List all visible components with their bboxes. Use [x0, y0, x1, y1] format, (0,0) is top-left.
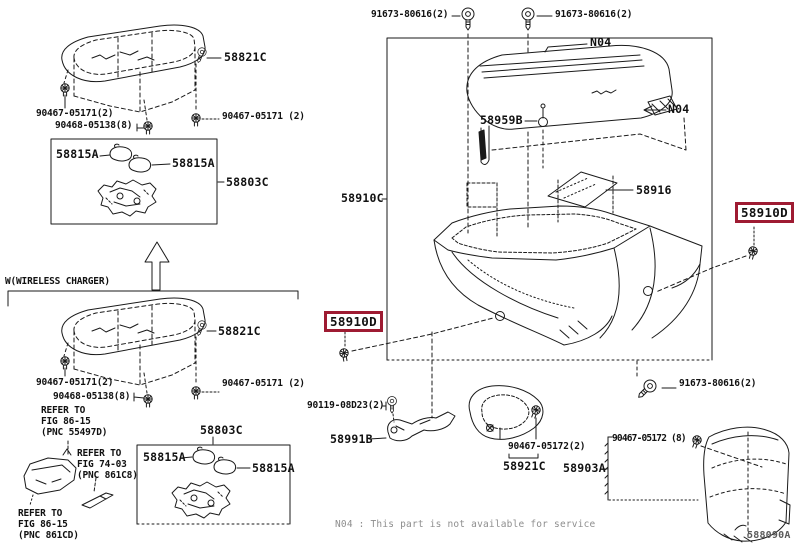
part-label-58821c-lower: 58821C: [218, 324, 261, 338]
screw-91673-top-right-icon: [521, 7, 553, 229]
part-label-58903a: 58903A: [563, 461, 606, 475]
armrest-lid-sketch: [466, 44, 687, 165]
part-label-58959b: 58959B: [480, 113, 523, 127]
wireless-charger-caption: W(WIRELESS CHARGER): [5, 276, 110, 287]
screw-91673-bottom-icon: [633, 360, 677, 403]
side-panel-sketch: [703, 426, 791, 543]
part-label-90467-upper-right: 90467-05171 (2): [222, 111, 305, 122]
wireless-section-bracket: [7, 290, 299, 307]
part-label-n04-top: N04: [590, 35, 612, 49]
part-label-90467-upper-left: 90467-05171(2): [36, 108, 114, 119]
part-label-58991b: 58991B: [330, 432, 373, 446]
screw-90119-icon: [382, 331, 433, 423]
part-label-58921c: 58921C: [503, 459, 546, 473]
part-label-58815a-upper-left: 58815A: [56, 147, 99, 161]
part-label-n04-side: N04: [668, 102, 690, 116]
refer-strip-sketch: [81, 477, 114, 509]
refer-tray-sketch: [23, 457, 77, 506]
console-body-sketch: [433, 175, 703, 346]
panel-58903a-frame: [603, 434, 763, 501]
main-assembly-box: [386, 37, 713, 361]
lower-inset-box-sketch: [136, 436, 291, 525]
pin-58959b-icon: [524, 103, 548, 169]
lower-console-tray-sketch: [23, 298, 220, 509]
part-label-58815a-lower-left: 58815A: [143, 450, 186, 464]
screw-91673-top-left-icon: [451, 7, 475, 234]
part-label-90467-05172-2: 90467-05172(2): [508, 441, 586, 452]
clip-58910d-left-icon: [338, 317, 494, 363]
highlighted-part-58910d-left[interactable]: 58910D: [324, 311, 383, 332]
clip-58910d-right-icon: [655, 226, 759, 293]
part-label-91673-top-left: 91673-80616(2): [371, 9, 449, 20]
part-label-90467-lower-left: 90467-05171(2): [36, 377, 114, 388]
bracket-58991b-sketch: [368, 411, 456, 442]
bracket-58921c-sketch: [468, 385, 544, 459]
part-label-58815a-upper-right: 58815A: [172, 156, 215, 170]
part-label-58821c-upper: 58821C: [224, 50, 267, 64]
n04-leader-lines: [544, 43, 667, 115]
mat-58916-sketch: [547, 171, 634, 208]
part-label-58916: 58916: [636, 183, 672, 197]
part-label-90467-lower-right: 90467-05171 (2): [222, 378, 305, 389]
part-label-58803c-upper: 58803C: [226, 175, 269, 189]
part-label-90467-05172-8: 90467-05172 (8): [612, 433, 687, 444]
part-label-58815a-lower-right: 58815A: [252, 461, 295, 475]
figure-code: 588090A: [747, 530, 791, 541]
up-arrow: [144, 241, 170, 291]
part-label-58910c: 58910C: [341, 191, 384, 205]
highlighted-part-58910d-right[interactable]: 58910D: [735, 202, 794, 223]
part-label-90468-lower: 90468-05138(8): [53, 391, 131, 402]
upper-console-tray-sketch: [61, 25, 222, 134]
n04-service-note: N04 : This part is not available for ser…: [335, 519, 596, 530]
part-label-58803c-lower: 58803C: [200, 423, 243, 437]
part-label-90468-upper: 90468-05138(8): [55, 120, 133, 131]
part-label-90119: 90119-08D23(2): [307, 400, 385, 411]
upper-inset-box-sketch: [50, 138, 225, 225]
part-label-91673-top-right: 91673-80616(2): [555, 9, 633, 20]
part-label-91673-bottom: 91673-80616(2): [679, 378, 757, 389]
